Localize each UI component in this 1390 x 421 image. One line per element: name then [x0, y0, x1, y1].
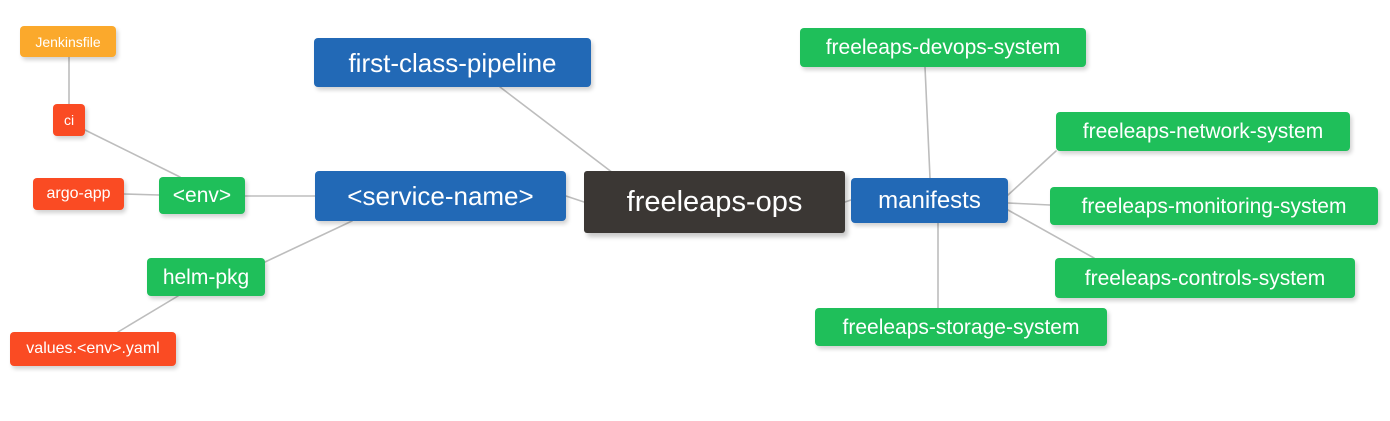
node-label: freeleaps-storage-system — [842, 315, 1080, 339]
node-manifests[interactable]: manifests — [851, 178, 1008, 223]
node-freeleaps-monitoring-system[interactable]: freeleaps-monitoring-system — [1050, 187, 1378, 225]
edge-env-to-ci — [84, 129, 181, 178]
node-label: freeleaps-monitoring-system — [1081, 194, 1347, 218]
node-label: Jenkinsfile — [35, 33, 101, 50]
edge-manifests-to-freeleaps-devops-system — [924, 66, 931, 179]
edge-freeleaps-ops-to-first-class-pipeline — [499, 86, 614, 174]
node-freeleaps-ops[interactable]: freeleaps-ops — [584, 171, 845, 233]
edge-manifests-to-freeleaps-controls-system — [1007, 209, 1095, 259]
edge-manifests-to-freeleaps-network-system — [1007, 150, 1057, 196]
node-env[interactable]: <env> — [159, 177, 245, 214]
edge-helm-pkg-to-values-env-yaml — [117, 295, 179, 333]
node-freeleaps-network-system[interactable]: freeleaps-network-system — [1056, 112, 1350, 151]
edge-env-to-argo-app — [123, 193, 160, 196]
edge-service-name-to-helm-pkg — [264, 220, 353, 263]
node-jenkinsfile[interactable]: Jenkinsfile — [20, 26, 116, 57]
node-service-name[interactable]: <service-name> — [315, 171, 566, 221]
node-freeleaps-controls-system[interactable]: freeleaps-controls-system — [1055, 258, 1355, 298]
node-label: argo-app — [46, 185, 111, 202]
node-argo-app[interactable]: argo-app — [33, 178, 124, 210]
node-label: freeleaps-devops-system — [825, 36, 1061, 59]
node-label: <env> — [172, 184, 232, 207]
node-freeleaps-devops-system[interactable]: freeleaps-devops-system — [800, 28, 1086, 67]
node-label: ci — [63, 112, 75, 128]
node-helm-pkg[interactable]: helm-pkg — [147, 258, 265, 296]
edge-freeleaps-ops-to-service-name — [565, 195, 585, 203]
node-label: freeleaps-ops — [626, 185, 803, 218]
node-ci[interactable]: ci — [53, 104, 85, 136]
node-label: freeleaps-controls-system — [1084, 266, 1326, 290]
node-label: manifests — [878, 186, 981, 214]
edge-manifests-to-freeleaps-monitoring-system — [1007, 202, 1051, 206]
node-values-env-yaml[interactable]: values.<env>.yaml — [10, 332, 176, 366]
node-label: freeleaps-network-system — [1082, 120, 1324, 143]
node-freeleaps-storage-system[interactable]: freeleaps-storage-system — [815, 308, 1107, 346]
edge-freeleaps-ops-to-manifests — [844, 199, 852, 203]
node-first-class-pipeline[interactable]: first-class-pipeline — [314, 38, 591, 87]
node-label: <service-name> — [347, 181, 534, 211]
node-label: first-class-pipeline — [348, 47, 557, 78]
node-label: values.<env>.yaml — [26, 340, 160, 357]
node-label: helm-pkg — [162, 265, 250, 289]
